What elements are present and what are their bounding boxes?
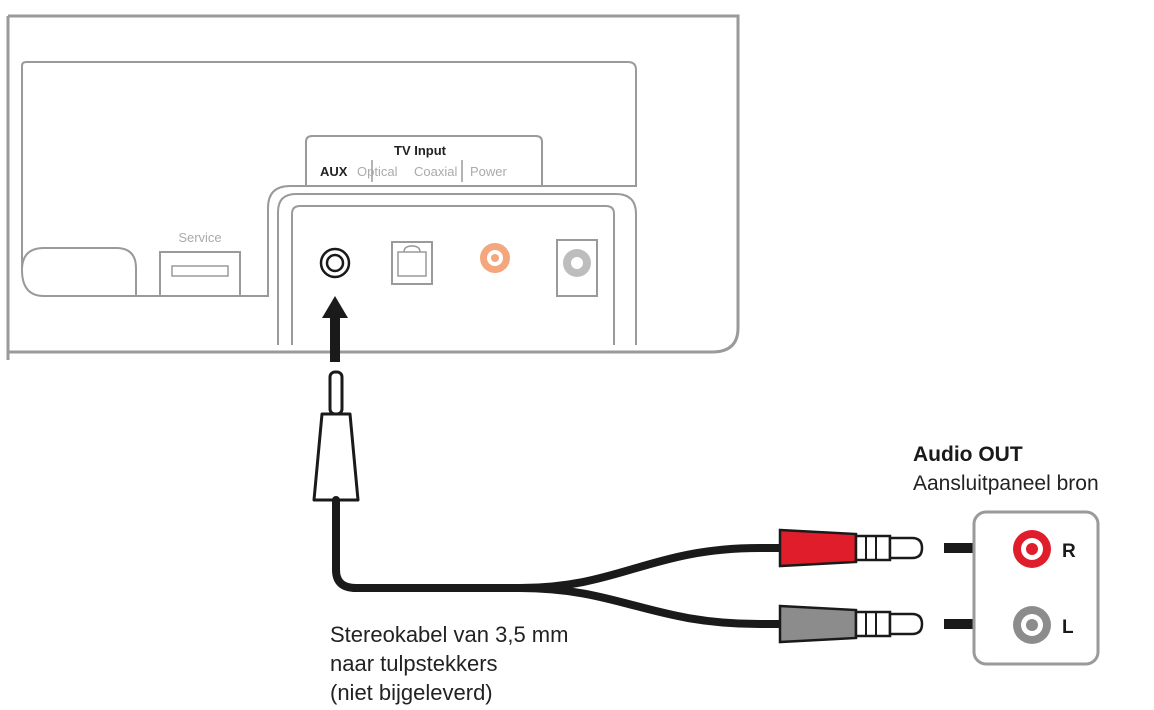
aux-jack bbox=[319, 247, 351, 279]
power-port bbox=[556, 239, 598, 297]
power-label: Power bbox=[470, 164, 508, 179]
cable-line: (niet bijgeleverd) bbox=[330, 680, 493, 705]
source-panel bbox=[972, 510, 1100, 666]
aux-label: AUX bbox=[320, 164, 348, 179]
rca-plug-red bbox=[778, 528, 924, 568]
optical-port bbox=[391, 241, 433, 285]
device-inner-panel bbox=[21, 61, 637, 297]
arrow-to-aux-icon bbox=[322, 296, 348, 362]
source-subtitle: Aansluitpaneel bron bbox=[913, 472, 1099, 495]
coaxial-port bbox=[480, 243, 510, 273]
service-usb-port bbox=[159, 251, 241, 297]
port-bay-outer bbox=[277, 193, 637, 345]
optical-label: Optical bbox=[357, 164, 398, 179]
service-label: Service bbox=[178, 230, 221, 245]
r-jack bbox=[1013, 530, 1051, 568]
y-cable-branch-right bbox=[516, 544, 794, 592]
port-bay-inner bbox=[291, 205, 615, 345]
device-outline bbox=[8, 14, 740, 354]
tv-input-tab bbox=[305, 135, 543, 186]
rca-plug-grey bbox=[778, 604, 924, 644]
cable-line: Stereokabel van 3,5 mm bbox=[330, 622, 569, 647]
cable-line: naar tulpstekkers bbox=[330, 651, 498, 676]
cable-description: Stereokabel van 3,5 mm naar tulpstekkers… bbox=[330, 620, 568, 707]
device-lower-left-contour bbox=[21, 269, 136, 297]
y-cable-main bbox=[332, 496, 524, 592]
l-label: L bbox=[1062, 617, 1074, 638]
jack-plug bbox=[312, 370, 360, 502]
r-label: R bbox=[1062, 541, 1076, 562]
tv-input-title: TV Input bbox=[394, 143, 447, 158]
y-cable-branch-left bbox=[516, 584, 794, 628]
coaxial-label: Coaxial bbox=[414, 164, 457, 179]
source-title: Audio OUT bbox=[913, 443, 1023, 466]
l-jack bbox=[1013, 606, 1051, 644]
